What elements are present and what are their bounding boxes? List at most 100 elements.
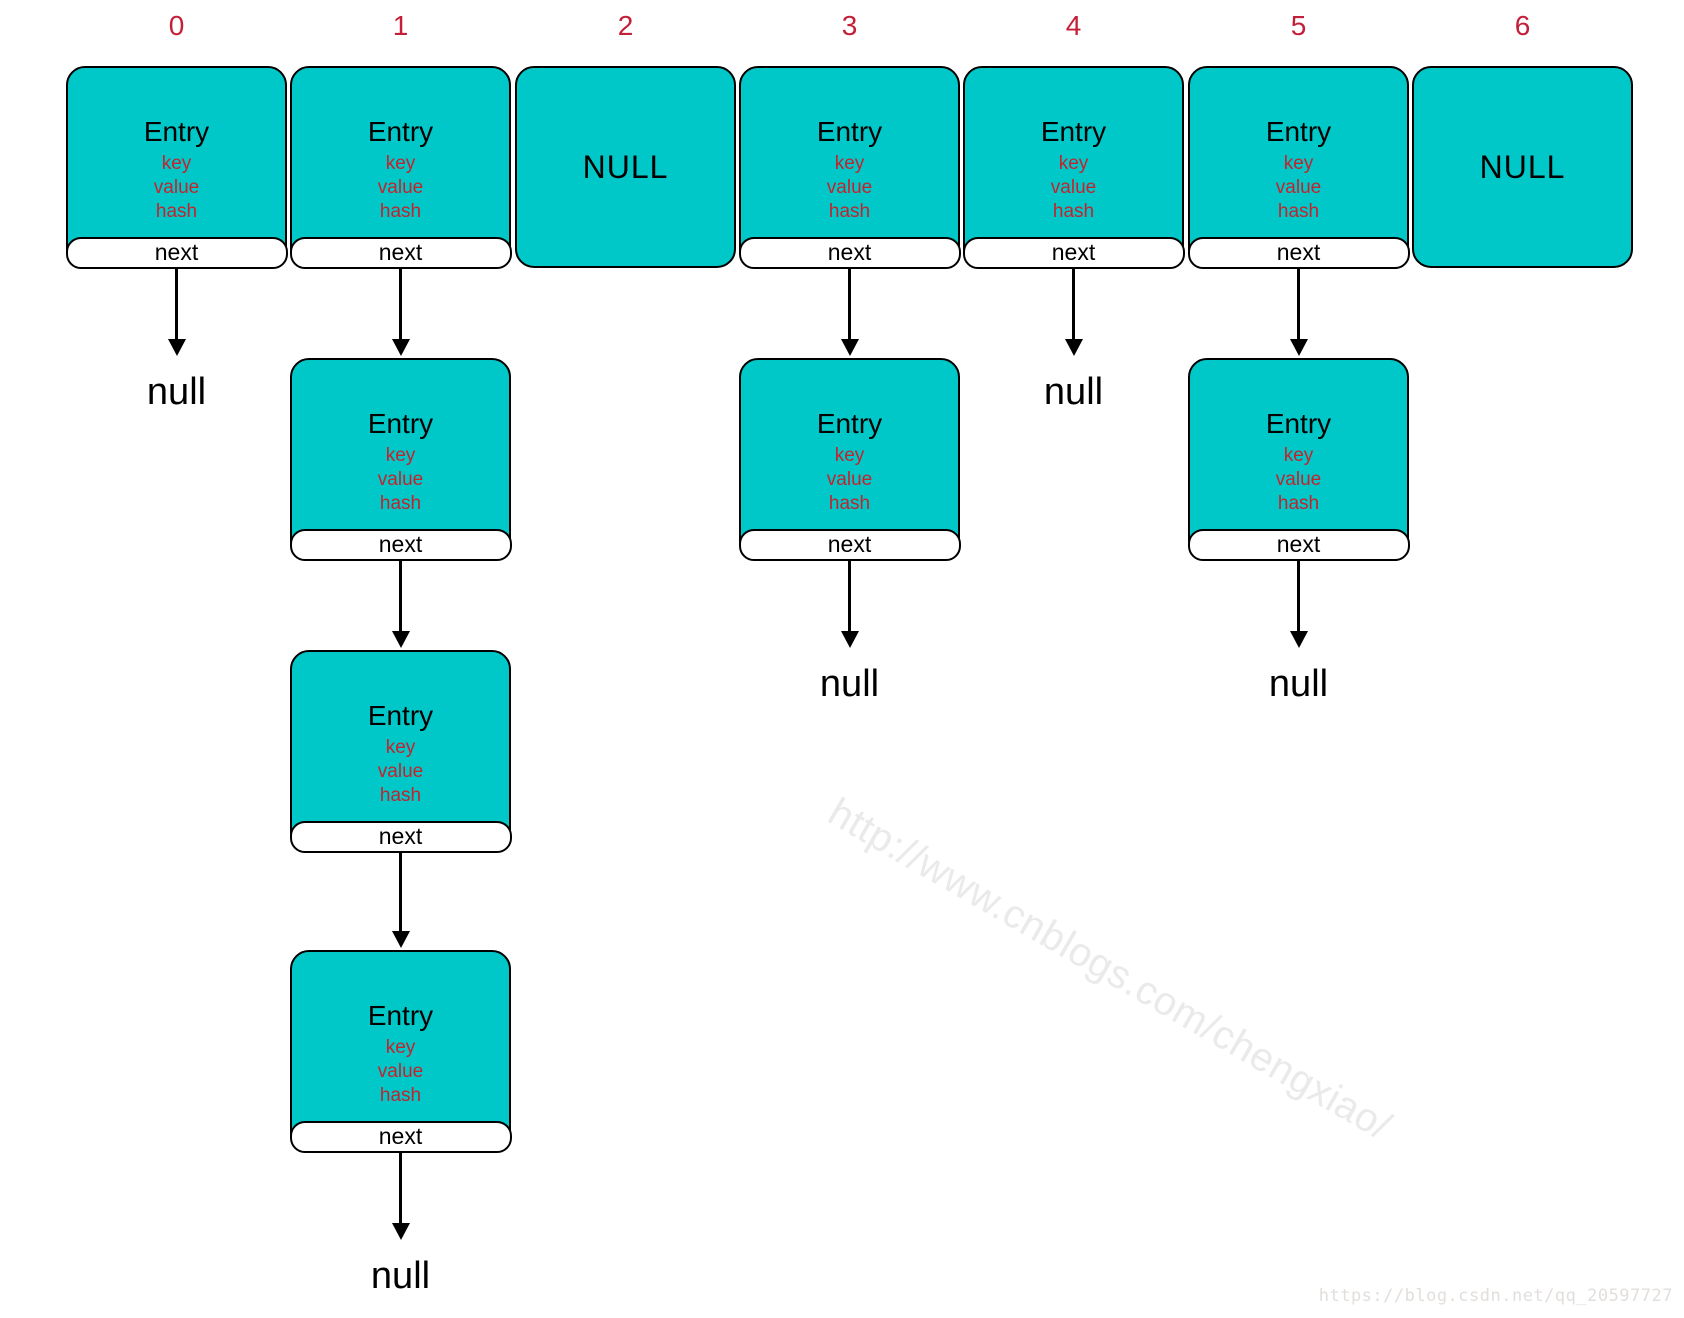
entry-field-hash: hash <box>379 785 422 806</box>
next-pointer-bar: next <box>289 528 512 561</box>
entry-field-hash: hash <box>155 201 198 222</box>
arrow-line <box>399 1152 402 1226</box>
next-pointer-bar: next <box>1187 528 1410 561</box>
entry-field-value: value <box>377 177 424 198</box>
null-terminal-label: null <box>1268 663 1329 705</box>
bucket-index-label: 4 <box>1065 10 1082 41</box>
entry-title: Entry <box>816 116 883 147</box>
entry-node-bucket1-pos1: Entry key value hash next <box>289 358 512 561</box>
entry-field-value: value <box>1275 177 1322 198</box>
null-bucket-box: NULL <box>515 66 736 268</box>
entry-field-value: value <box>377 469 424 490</box>
null-terminal-label: null <box>370 1255 431 1297</box>
null-terminal-label: null <box>819 663 880 705</box>
null-bucket-box: NULL <box>1412 66 1633 268</box>
arrow-head <box>391 631 410 648</box>
next-pointer-arrow <box>1289 268 1308 356</box>
entry-field-hash: hash <box>1052 201 1095 222</box>
arrow-head <box>391 339 410 356</box>
entry-title: Entry <box>1265 116 1332 147</box>
next-pointer-arrow <box>391 852 410 948</box>
arrow-head <box>167 339 186 356</box>
entry-node-bucket4-pos0: Entry key value hash next <box>962 66 1185 269</box>
entry-field-key: key <box>834 153 865 174</box>
bucket-index-label: 1 <box>392 10 409 41</box>
entry-node-bucket5-pos0: Entry key value hash next <box>1187 66 1410 269</box>
entry-field-key: key <box>1283 153 1314 174</box>
entry-fields: key value hash <box>1190 444 1407 516</box>
entry-field-key: key <box>834 445 865 466</box>
entry-field-hash: hash <box>1277 493 1320 514</box>
entry-field-hash: hash <box>379 201 422 222</box>
entry-field-hash: hash <box>828 493 871 514</box>
entry-fields: key value hash <box>292 444 509 516</box>
next-pointer-bar: next <box>65 236 288 269</box>
watermark-csdn-url: https://blog.csdn.net/qq_20597727 <box>1318 1286 1673 1306</box>
entry-title: Entry <box>1040 116 1107 147</box>
entry-title: Entry <box>367 700 434 731</box>
bucket-index-label: 2 <box>617 10 634 41</box>
entry-field-key: key <box>385 1037 416 1058</box>
bucket-index-label: 5 <box>1290 10 1307 41</box>
bucket-index-label: 0 <box>168 10 185 41</box>
arrow-head <box>391 1223 410 1240</box>
entry-field-value: value <box>1275 469 1322 490</box>
next-pointer-arrow <box>840 268 859 356</box>
entry-field-hash: hash <box>379 1085 422 1106</box>
next-pointer-bar: next <box>289 820 512 853</box>
entry-title: Entry <box>367 1000 434 1031</box>
entry-title: Entry <box>367 116 434 147</box>
bucket-index-label: 6 <box>1514 10 1531 41</box>
entry-field-hash: hash <box>828 201 871 222</box>
next-pointer-bar: next <box>738 528 961 561</box>
next-pointer-arrow <box>391 268 410 356</box>
entry-title: Entry <box>1265 408 1332 439</box>
entry-field-hash: hash <box>1277 201 1320 222</box>
arrow-line <box>399 852 402 934</box>
next-pointer-arrow <box>1064 268 1083 356</box>
entry-field-key: key <box>385 445 416 466</box>
arrow-line <box>399 560 402 634</box>
entry-field-key: key <box>385 737 416 758</box>
next-pointer-arrow <box>1289 560 1308 648</box>
entry-field-key: key <box>385 153 416 174</box>
null-terminal-label: null <box>146 371 207 413</box>
arrow-head <box>840 631 859 648</box>
arrow-line <box>1297 560 1300 634</box>
entry-field-key: key <box>1283 445 1314 466</box>
next-pointer-bar: next <box>962 236 1185 269</box>
bucket-index-label: 3 <box>841 10 858 41</box>
arrow-line <box>175 268 178 342</box>
next-pointer-arrow <box>167 268 186 356</box>
next-pointer-arrow <box>391 1152 410 1240</box>
next-pointer-arrow <box>840 560 859 648</box>
entry-title: Entry <box>367 408 434 439</box>
arrow-line <box>399 268 402 342</box>
arrow-line <box>1072 268 1075 342</box>
next-pointer-bar: next <box>1187 236 1410 269</box>
arrow-line <box>848 268 851 342</box>
entry-field-hash: hash <box>379 493 422 514</box>
arrow-head <box>840 339 859 356</box>
arrow-line <box>1297 268 1300 342</box>
arrow-head <box>1289 631 1308 648</box>
entry-fields: key value hash <box>1190 152 1407 224</box>
next-pointer-bar: next <box>289 1120 512 1153</box>
entry-field-value: value <box>1050 177 1097 198</box>
arrow-line <box>848 560 851 634</box>
entry-field-key: key <box>1058 153 1089 174</box>
arrow-head <box>1289 339 1308 356</box>
entry-field-value: value <box>153 177 200 198</box>
entry-node-bucket5-pos1: Entry key value hash next <box>1187 358 1410 561</box>
